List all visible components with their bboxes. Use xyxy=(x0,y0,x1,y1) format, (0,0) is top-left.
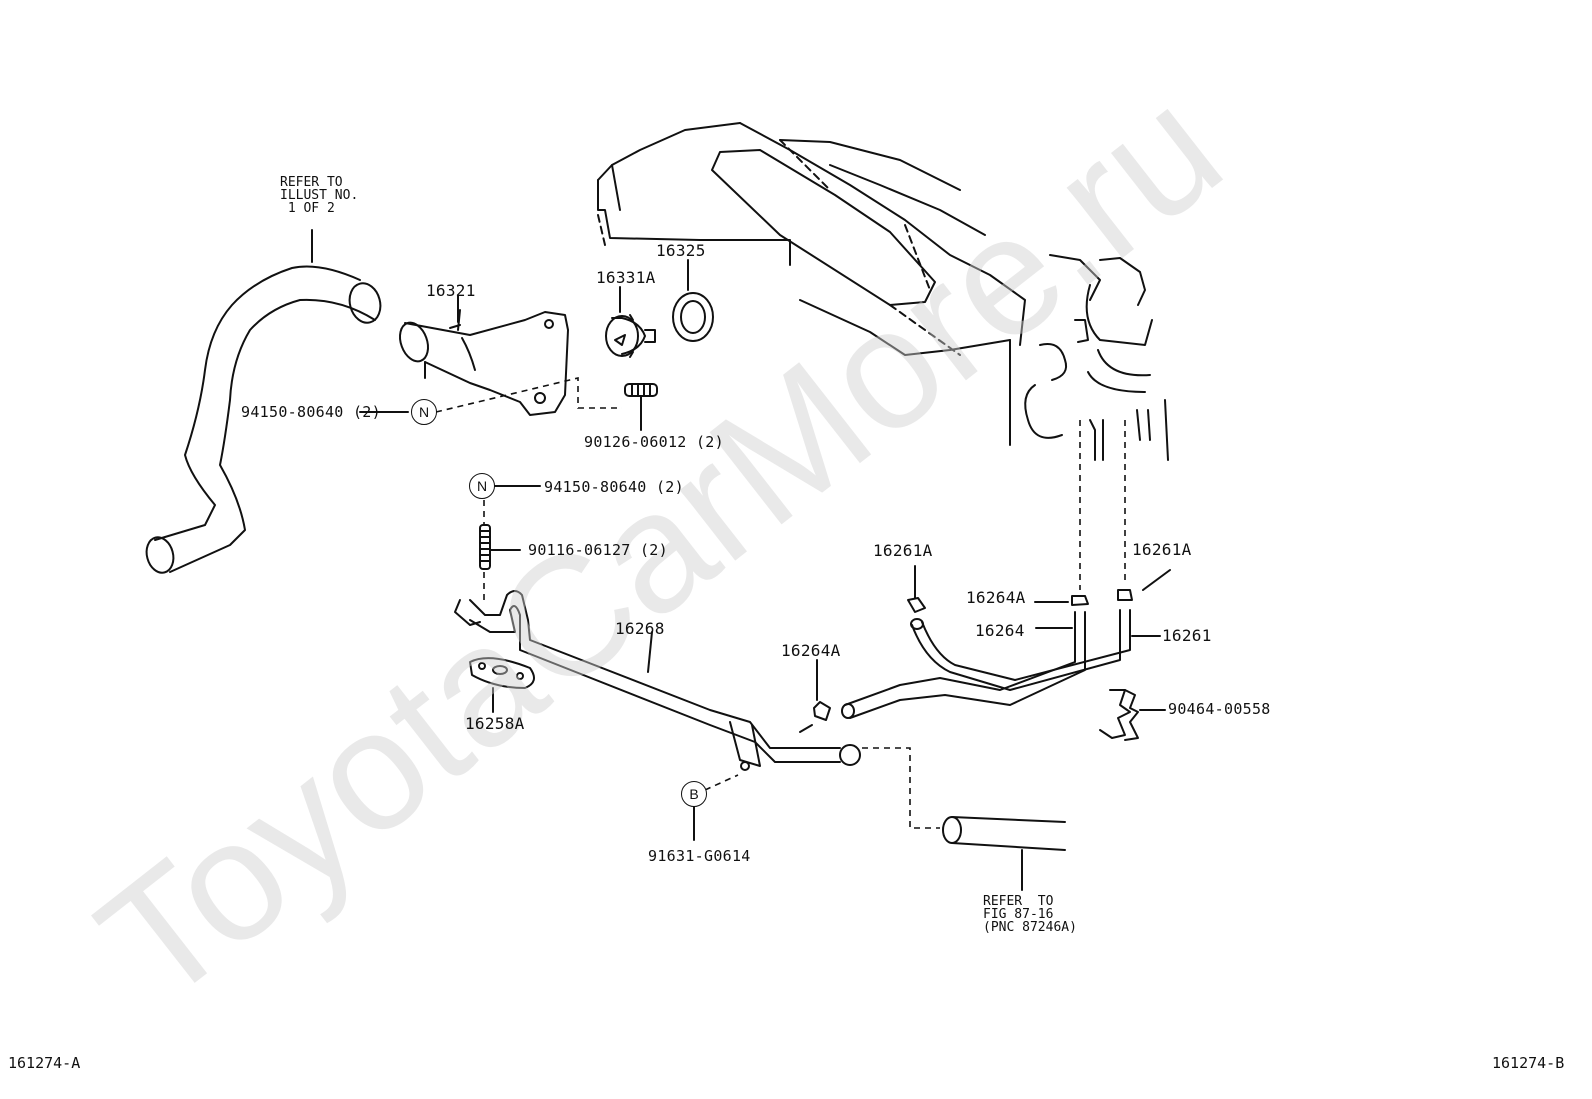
part-label-16261a-right: 16261A xyxy=(1132,540,1192,559)
symbol-n-lower: N xyxy=(469,473,495,499)
symbol-n-upper: N xyxy=(411,399,437,425)
clip-90464 xyxy=(1099,689,1139,741)
part-label-90126: 90126-06012 (2) xyxy=(584,433,724,451)
refer-fig-note: REFER TO FIG 87-16 (PNC 87246A) xyxy=(983,894,1077,935)
clamp-16264a-middle xyxy=(813,659,831,721)
stud-90126 xyxy=(624,383,658,431)
part-label-16264a-right: 16264A xyxy=(966,588,1026,607)
part-label-94150-lower: 94150-80640 (2) xyxy=(544,478,684,496)
assembly-dashed-lines xyxy=(435,376,1126,829)
refer-illust-note: REFER TO ILLUST NO. 1 OF 2 xyxy=(280,175,359,216)
part-label-16261: 16261 xyxy=(1162,626,1212,645)
upper-radiator-hose xyxy=(145,229,382,574)
illustration-code-right: 161274-B xyxy=(1492,1054,1565,1072)
part-label-16261a-left: 16261A xyxy=(873,541,933,560)
engine-dashed-seams xyxy=(597,139,961,356)
part-label-16331a: 16331A xyxy=(596,268,656,287)
leader-lines xyxy=(359,259,1171,841)
part-label-16321: 16321 xyxy=(426,281,476,300)
part-label-16258a: 16258A xyxy=(465,714,525,733)
bypass-hoses-16264-16261 xyxy=(841,565,1133,719)
gasket-16325 xyxy=(672,292,714,342)
thermostat-16331a xyxy=(605,314,656,358)
illustration-code-left: 161274-A xyxy=(8,1054,81,1072)
gasket-16258a xyxy=(469,657,535,713)
part-label-94150-upper: 94150-80640 (2) xyxy=(241,403,381,421)
heater-hose-ref xyxy=(942,816,1066,891)
part-label-16325: 16325 xyxy=(656,241,706,260)
symbol-b: B xyxy=(681,781,707,807)
water-bypass-pipe-16268 xyxy=(454,590,861,771)
part-label-16268: 16268 xyxy=(615,619,665,638)
part-label-90116: 90116-06127 (2) xyxy=(528,541,668,559)
part-label-91631: 91631-G0614 xyxy=(648,847,751,865)
part-label-16264: 16264 xyxy=(975,621,1025,640)
engine-block-outline xyxy=(597,122,1169,461)
stud-90116 xyxy=(479,524,521,570)
water-outlet-16321 xyxy=(398,309,569,416)
part-label-16264a-middle: 16264A xyxy=(781,641,841,660)
part-label-90464: 90464-00558 xyxy=(1168,700,1271,718)
